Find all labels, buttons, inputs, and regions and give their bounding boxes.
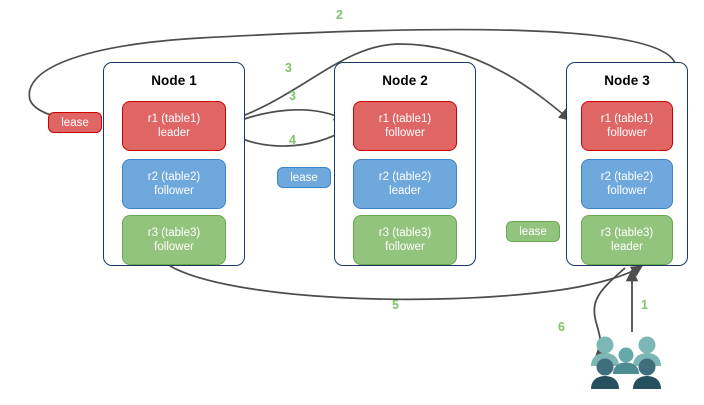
edge-label-6: 6	[558, 320, 565, 334]
replica-role: follower	[385, 241, 425, 253]
replica-name: r3 (table3)	[147, 227, 201, 239]
lease-badge-r2[interactable]: lease	[277, 167, 331, 188]
replica-name: r3 (table3)	[378, 227, 432, 239]
edge-label-3b: 3	[289, 89, 296, 103]
users-group-icon	[591, 336, 661, 389]
edge-5	[169, 265, 644, 301]
node-container-node2[interactable]: Node 2 r1 (table1) follower r2 (table2) …	[334, 62, 476, 266]
replica-name: r1 (table1)	[147, 113, 201, 125]
replica-role: leader	[611, 241, 643, 253]
replica-name: r2 (table2)	[147, 171, 201, 183]
node-title: Node 1	[151, 73, 197, 88]
replica-r2[interactable]: r2 (table2) follower	[581, 159, 673, 209]
replica-role: follower	[607, 127, 647, 139]
replica-name: r2 (table2)	[378, 171, 432, 183]
replica-role: leader	[158, 127, 190, 139]
replica-r3[interactable]: r3 (table3) follower	[353, 215, 457, 265]
replica-r1[interactable]: r1 (table1) leader	[122, 101, 226, 151]
node-container-node3[interactable]: Node 3 r1 (table1) follower r2 (table2) …	[566, 62, 688, 266]
replica-role: follower	[607, 185, 647, 197]
replica-r1[interactable]: r1 (table1) follower	[353, 101, 457, 151]
edge-label-4: 4	[289, 133, 296, 147]
replica-r2[interactable]: r2 (table2) leader	[353, 159, 457, 209]
replica-r1[interactable]: r1 (table1) follower	[581, 101, 673, 151]
node-title: Node 3	[604, 73, 650, 88]
edge-label-5: 5	[392, 298, 399, 312]
replica-r2[interactable]: r2 (table2) follower	[122, 159, 226, 209]
replica-role: follower	[385, 127, 425, 139]
node-container-node1[interactable]: Node 1 r1 (table1) leader r2 (table2) fo…	[103, 62, 245, 266]
edge-label-1: 1	[641, 298, 648, 312]
replica-name: r2 (table2)	[600, 171, 654, 183]
edge-label-2: 2	[336, 8, 343, 22]
replica-role: leader	[389, 185, 421, 197]
edge-label-3a: 3	[285, 61, 292, 75]
node-title: Node 2	[382, 73, 428, 88]
lease-badge-r1[interactable]: lease	[48, 112, 102, 133]
lease-badge-r3[interactable]: lease	[506, 221, 560, 242]
replica-role: follower	[154, 185, 194, 197]
replica-name: r1 (table1)	[600, 113, 654, 125]
replica-name: r1 (table1)	[378, 113, 432, 125]
replica-r3[interactable]: r3 (table3) leader	[581, 215, 673, 265]
replica-r3[interactable]: r3 (table3) follower	[122, 215, 226, 265]
replica-role: follower	[154, 241, 194, 253]
replica-name: r3 (table3)	[600, 227, 654, 239]
